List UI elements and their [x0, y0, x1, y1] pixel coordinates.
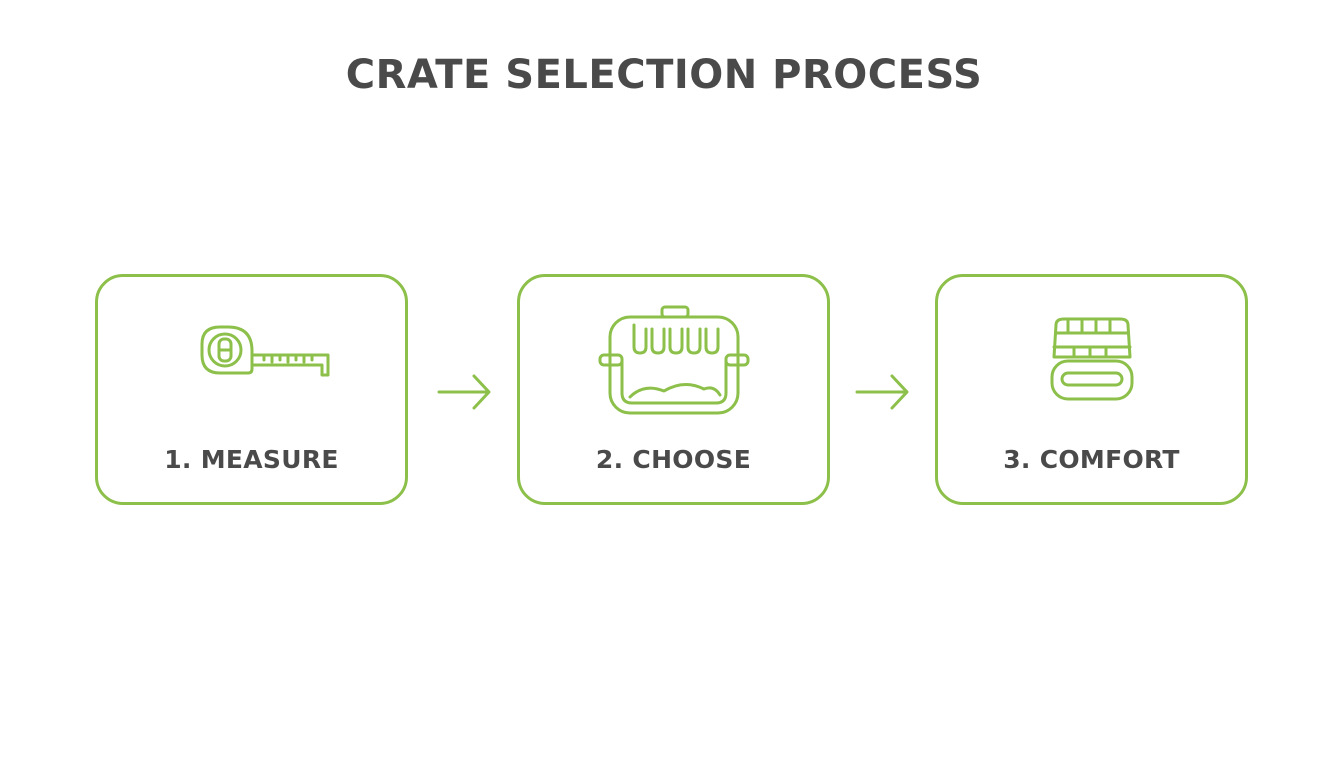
arrow-right-icon: [855, 374, 909, 410]
folded-bedding-icon: [1050, 317, 1133, 401]
step-card-measure: 1. MEASURE: [95, 274, 408, 505]
step-label: 2. CHOOSE: [595, 445, 752, 474]
step-label: 1. MEASURE: [164, 445, 339, 474]
diagram-title: CRATE SELECTION PROCESS: [345, 52, 983, 98]
pet-crate-icon: [598, 305, 749, 415]
step-card-comfort: 3. COMFORT: [935, 274, 1248, 505]
step-label: 3. COMFORT: [1003, 445, 1180, 474]
tape-measure-icon: [200, 325, 329, 377]
step-card-choose: 2. CHOOSE: [517, 274, 830, 505]
arrow-right-icon: [437, 374, 491, 410]
